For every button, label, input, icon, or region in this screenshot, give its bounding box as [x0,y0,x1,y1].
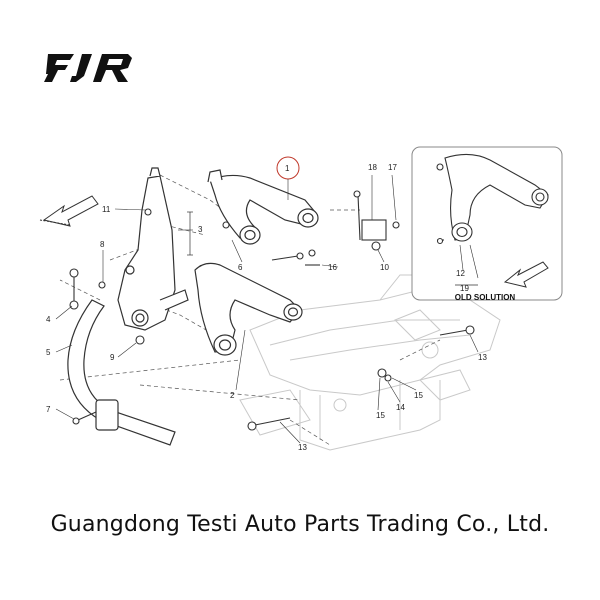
callout-11: 11 [102,205,111,214]
callout-19: 19 [460,284,469,293]
callout-numbers: 1 2 3 4 5 6 7 8 9 10 11 12 13 13 14 15 1… [46,163,487,452]
callout-2: 2 [230,391,235,400]
callout-13a: 13 [478,353,487,362]
old-solution-inset: OLD SOLUTION [411,146,563,302]
callout-12: 12 [456,269,465,278]
callout-15b: 15 [376,411,385,420]
callout-3: 3 [198,225,203,234]
callout-17: 17 [388,163,397,172]
direction-arrow-icon [39,195,99,227]
callout-14: 14 [396,403,405,412]
bolts [72,208,475,431]
stabilizer-bar [67,299,176,446]
inset-direction-arrow-icon [503,261,549,288]
callout-4: 4 [46,315,51,324]
callout-6: 6 [238,263,243,272]
old-solution-label: OLD SOLUTION [455,293,516,302]
stabilizer-link [69,268,79,310]
callout-5: 5 [46,348,51,357]
sensor-bracket [353,190,387,251]
callout-18: 18 [368,163,377,172]
callout-13b: 13 [298,443,307,452]
callout-8: 8 [100,240,105,249]
callout-7: 7 [46,405,51,414]
callout-10: 10 [380,263,389,272]
company-name: Guangdong Testi Auto Parts Trading Co., … [50,512,550,537]
callout-16: 16 [328,263,337,272]
suspension-exploded-diagram: OLD SOLUTION 1 2 3 4 5 6 7 8 9 10 11 12 … [39,146,563,452]
callout-9: 9 [110,353,115,362]
callout-15a: 15 [414,391,423,400]
ejr-logo [44,54,132,82]
callout-1: 1 [285,164,290,173]
upper-control-arm [207,169,319,245]
steering-knuckle [117,167,189,331]
lower-control-arm [194,262,303,356]
